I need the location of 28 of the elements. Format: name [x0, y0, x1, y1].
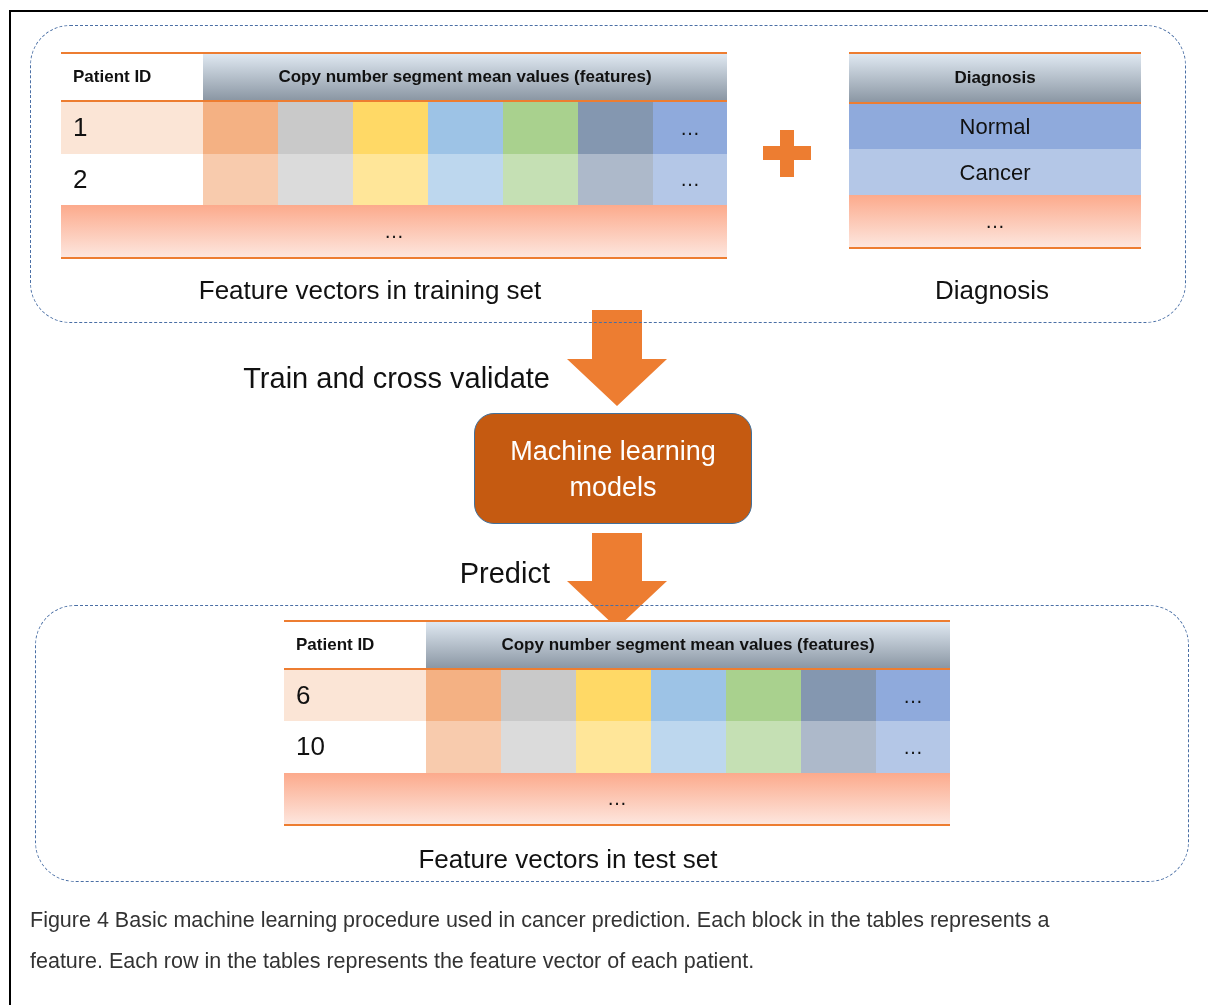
figure-caption: Figure 4 Basic machine learning procedure used in cancer prediction. Each block in the tables represents a feature. Each row in the tables represents the feature vector of each patient.	[30, 907, 1051, 975]
table-cell: …	[876, 670, 950, 722]
table-cell: Normal	[849, 104, 1141, 149]
table-row: …	[61, 205, 727, 257]
process-box	[474, 413, 752, 524]
data-table	[61, 52, 727, 259]
box-label: Machine learning models	[509, 434, 717, 504]
column-header: Copy number segment mean values (features)	[203, 54, 727, 102]
edge-label: Predict	[459, 556, 550, 591]
table-caption: Feature vectors in training set	[198, 274, 542, 307]
table-row: …	[849, 195, 1141, 247]
table-cell: …	[653, 153, 727, 206]
data-table	[849, 52, 1141, 249]
edge-label: Train and cross validate	[243, 361, 550, 396]
data-table	[284, 620, 950, 826]
dashed-group-frame	[35, 605, 1189, 882]
patient-id-cell: 1	[61, 102, 203, 154]
block-arrow	[567, 310, 667, 406]
column-header: Copy number segment mean values (features)	[426, 622, 950, 670]
table-caption: Diagnosis	[934, 274, 1050, 307]
table-cell: Cancer	[849, 149, 1141, 195]
table-cell: …	[876, 721, 950, 773]
table-caption: Feature vectors in test set	[418, 843, 718, 876]
column-header: Diagnosis	[849, 54, 1141, 104]
table-cell: …	[653, 102, 727, 154]
table-row: …	[284, 772, 950, 824]
dashed-group-frame	[30, 25, 1186, 323]
patient-id-cell: 6	[284, 670, 426, 722]
